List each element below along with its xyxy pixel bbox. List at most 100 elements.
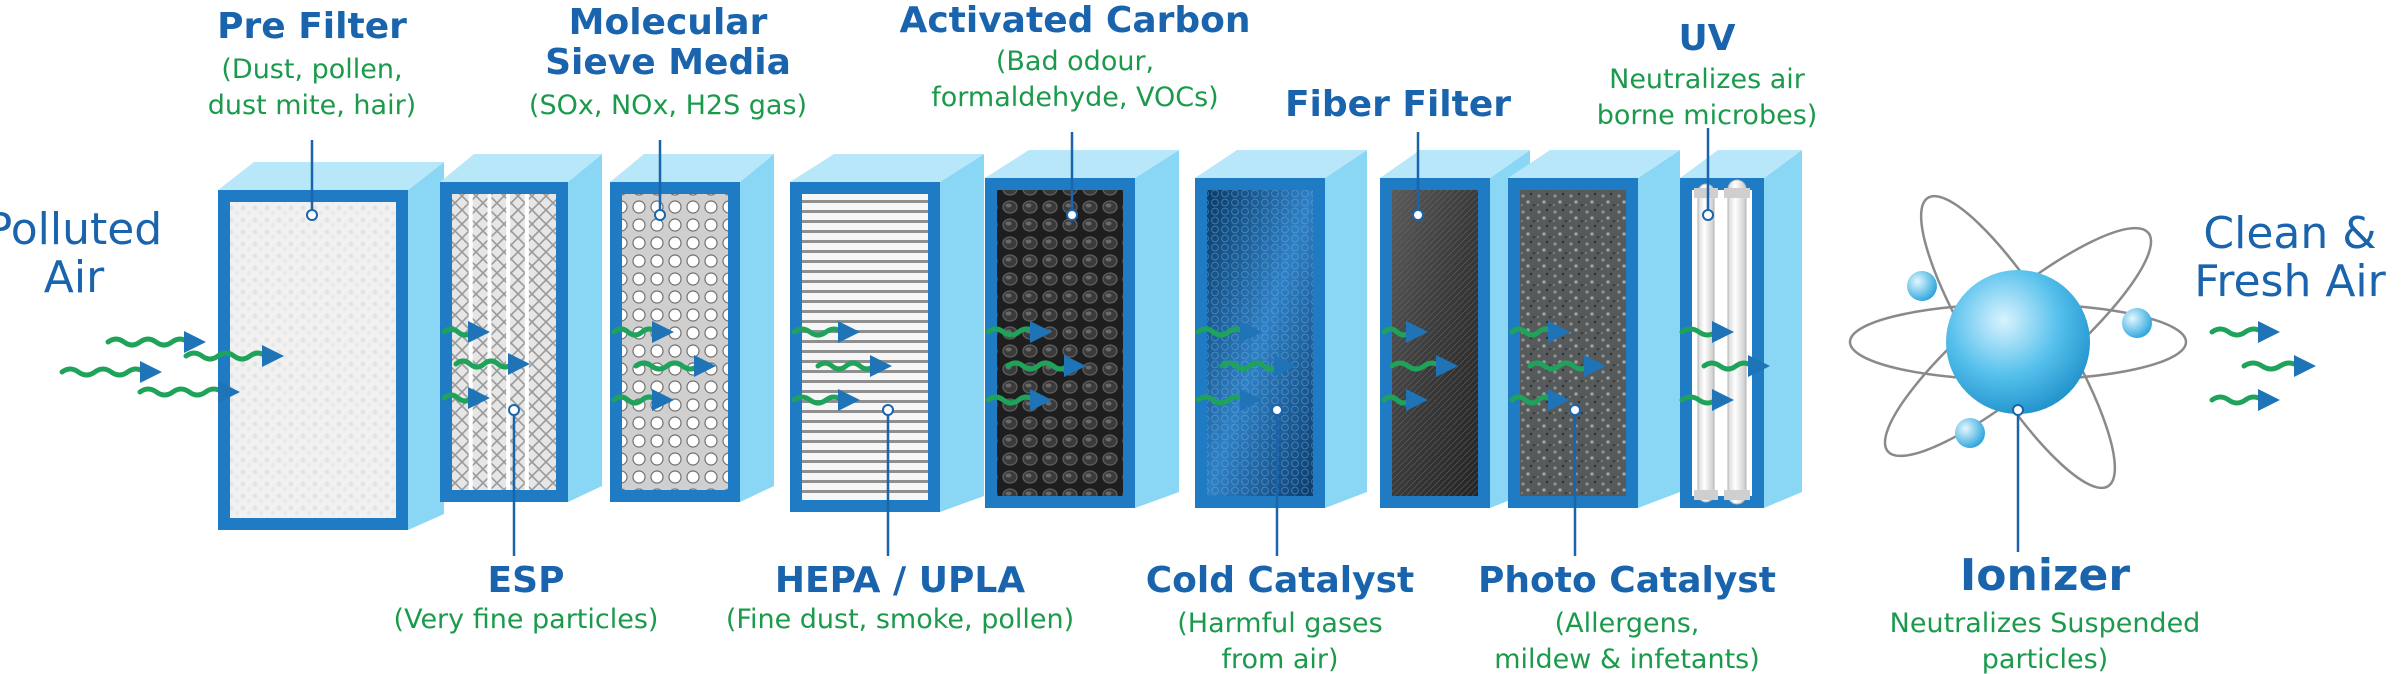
arrow-head (838, 321, 860, 343)
arrow-wave (1527, 360, 1591, 372)
cold-catalyst-side-slab (1325, 150, 1367, 508)
arrow-head (140, 361, 162, 383)
arrow-head (1406, 321, 1428, 343)
molecular-sieve-panel (610, 154, 774, 502)
nucleus (1946, 270, 2090, 414)
arrow-wave (137, 386, 225, 398)
airflow-arrow (791, 321, 860, 343)
electron (1907, 271, 1937, 301)
arrow-wave (985, 394, 1037, 406)
hepa-side-slab (940, 154, 984, 512)
airflow-arrow (1219, 355, 1296, 377)
arrow-head (508, 353, 530, 375)
molecular-sieve-side-slab (740, 154, 774, 502)
arrow-wave (183, 350, 269, 362)
airflow-arrow (1679, 321, 1734, 343)
hepa-label: HEPA / UPLA(Fine dust, smoke, pollen) (726, 404, 1074, 635)
airflow-arrow (59, 361, 162, 383)
photo-catalyst-description: mildew & infetants) (1494, 644, 1760, 674)
arrow-head (1548, 389, 1570, 411)
arrow-wave (1509, 394, 1555, 406)
photo-catalyst-panel (1508, 150, 1680, 508)
activated-carbon-media (997, 190, 1123, 496)
arrow-wave (1701, 360, 1755, 372)
arrow-head (262, 345, 284, 367)
fiber-filter-panel (1380, 150, 1530, 508)
ionizer-atom-icon (1848, 194, 2188, 490)
airflow-arrow (1509, 389, 1570, 411)
molecular-sieve-title: Molecular (569, 2, 768, 43)
arrow-head (2258, 389, 2280, 411)
uv-panel (1680, 150, 1802, 508)
fiber-filter-label: Fiber Filter (1285, 84, 1511, 221)
arrow-wave (59, 366, 147, 378)
arrow-wave (985, 326, 1037, 338)
hepa-anchor-dot (882, 404, 894, 416)
airflow-arrow (1195, 389, 1262, 411)
airflow-arrow (1701, 355, 1770, 377)
photo-catalyst-title: Photo Catalyst (1478, 560, 1776, 601)
photo-catalyst-top-edge (1508, 150, 1680, 178)
molecular-sieve-anchor-dot (654, 209, 666, 221)
arrow-wave (105, 336, 191, 348)
hepa-panel (790, 154, 984, 512)
airflow-arrow (611, 321, 674, 343)
arrow-head (1748, 355, 1770, 377)
airflow-arrow (1005, 355, 1086, 377)
arrow-wave (1679, 326, 1719, 338)
airflow-arrow (985, 389, 1052, 411)
pre-filter-title: Pre Filter (217, 6, 407, 47)
arrow-wave (1679, 394, 1719, 406)
hepa-title: HEPA / UPLA (775, 560, 1025, 601)
arrow-wave (633, 360, 701, 372)
clean-air-text: Clean & (2203, 208, 2376, 259)
arrow-wave (1219, 360, 1281, 372)
arrow-head (468, 321, 490, 343)
photo-catalyst-anchor-dot (1569, 404, 1581, 416)
uv-description: borne microbes) (1597, 100, 1818, 131)
arrow-head (1240, 321, 1262, 343)
arrow-head (694, 355, 716, 377)
uv-tube-cap (1724, 490, 1750, 500)
photo-catalyst-media (1520, 190, 1626, 496)
activated-carbon-title: Activated Carbon (899, 0, 1250, 41)
airflow-arrow (1195, 321, 1262, 343)
uv-side-slab (1764, 150, 1802, 508)
airflow-arrow (815, 355, 892, 377)
arrow-wave (1195, 394, 1247, 406)
arrow-wave (441, 392, 475, 404)
arrow-head (1436, 355, 1458, 377)
arrow-head (838, 389, 860, 411)
activated-carbon-description: formaldehyde, VOCs) (931, 82, 1218, 113)
arrow-wave (611, 326, 659, 338)
esp-label: ESP(Very fine particles) (394, 404, 659, 635)
molecular-sieve-title: Sieve Media (545, 42, 791, 83)
pre-filter-label: Pre Filter (Dust, pollen, dust mite, hair) (208, 6, 416, 221)
arrow-head (1030, 389, 1052, 411)
polluted-air-text: Air (44, 252, 105, 303)
photo-catalyst-label: Photo Catalyst(Allergens,mildew & infeta… (1478, 404, 1776, 674)
cold-catalyst-description: (Harmful gases (1177, 608, 1382, 639)
uv-tube-cap (1694, 490, 1718, 500)
arrow-head (1274, 355, 1296, 377)
cold-catalyst-panel (1195, 150, 1367, 508)
activated-carbon-panel (985, 150, 1179, 508)
arrow-wave (791, 326, 845, 338)
cold-catalyst-top-edge (1195, 150, 1367, 178)
clean-air-label: Clean &Fresh Air (2194, 208, 2386, 307)
arrow-head (1712, 389, 1734, 411)
uv-anchor-dot (1702, 209, 1714, 221)
airflow-arrow (2241, 355, 2316, 377)
esp-description: (Very fine particles) (394, 604, 659, 635)
airflow-arrow (1509, 321, 1570, 343)
airflow-arrow (1389, 355, 1458, 377)
pre-filter-description: dust mite, hair) (208, 90, 416, 121)
arrow-head (218, 381, 240, 403)
arrow-wave (1195, 326, 1247, 338)
esp-side-slab (568, 154, 602, 502)
pre-filter-description: (Dust, pollen, (221, 54, 402, 85)
activated-carbon-description: (Bad odour, (996, 46, 1154, 77)
